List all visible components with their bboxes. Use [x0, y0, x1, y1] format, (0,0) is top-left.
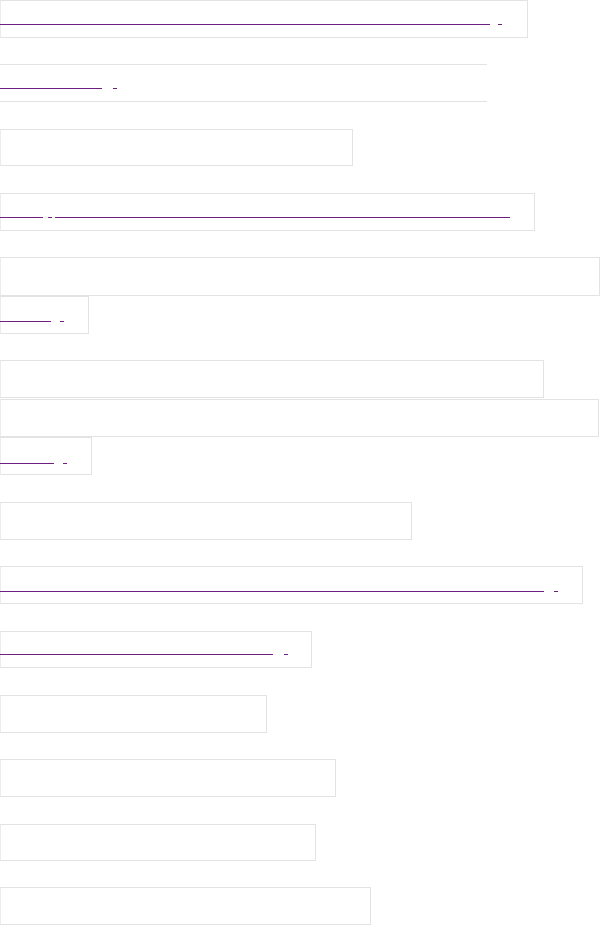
- link-12-tail[interactable]: [284, 654, 288, 655]
- link-1-tail[interactable]: [498, 24, 502, 25]
- link-9-tail[interactable]: [63, 463, 67, 464]
- link-2[interactable]: [0, 88, 102, 89]
- divider-top-2: [0, 64, 487, 65]
- link-9[interactable]: [0, 463, 54, 464]
- link-12[interactable]: [0, 654, 273, 655]
- link-box-12: [0, 631, 312, 668]
- link-box-1: [0, 0, 528, 38]
- link-1[interactable]: [0, 24, 490, 25]
- divider-bottom-2: [0, 101, 487, 102]
- empty-box-14: [0, 759, 336, 797]
- link-4a-tail[interactable]: [48, 217, 52, 218]
- empty-box-8: [0, 399, 599, 437]
- link-box-6: [0, 296, 89, 334]
- link-11[interactable]: [0, 591, 544, 592]
- link-4b[interactable]: [55, 217, 510, 218]
- empty-box-13: [0, 695, 267, 733]
- empty-box-7: [0, 360, 544, 398]
- empty-box-5: [0, 257, 600, 296]
- link-6-tail[interactable]: [60, 321, 64, 322]
- link-11-tail[interactable]: [554, 591, 558, 592]
- link-2-tail[interactable]: [113, 88, 117, 89]
- empty-box-15: [0, 824, 316, 861]
- link-6[interactable]: [0, 321, 51, 322]
- empty-box-3: [0, 129, 353, 166]
- link-box-9: [0, 437, 92, 475]
- link-4a[interactable]: [0, 217, 43, 218]
- empty-box-10: [0, 502, 412, 540]
- empty-box-16: [0, 887, 371, 925]
- link-box-4: [0, 193, 535, 231]
- link-box-11: [0, 566, 583, 604]
